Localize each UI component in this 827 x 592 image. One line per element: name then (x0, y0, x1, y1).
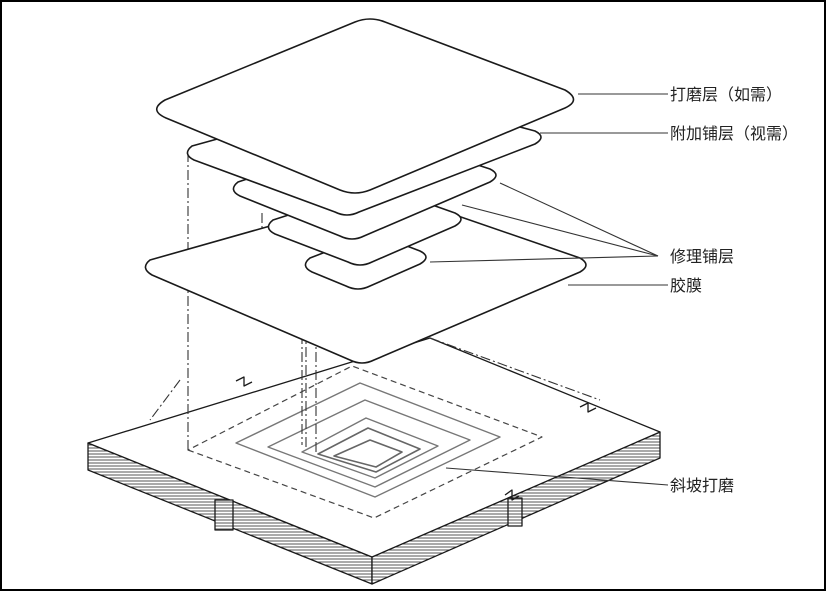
layer-stack (144, 18, 587, 364)
scarf-rings (187, 365, 543, 519)
panel-step-left (235, 376, 253, 387)
scarf-ring-1 (235, 382, 501, 498)
label-sanding-layer: 打磨层（如需） (670, 85, 782, 104)
panel-top-face (87, 337, 661, 558)
scarf-ring-5 (333, 439, 403, 468)
scarf-ring-4 (317, 427, 421, 473)
base-panel (87, 337, 661, 585)
leader-repair-ply-1 (499, 182, 659, 257)
scarf-ring-2 (267, 399, 471, 488)
projection-lines (149, 152, 601, 452)
label-additional-ply: 附加铺层（视需） (670, 124, 798, 143)
label-scarf-sanding: 斜坡打磨 (670, 476, 734, 495)
panel-step-front (504, 489, 520, 501)
label-repair-plies: 修理铺层 (670, 247, 734, 266)
sanding-layer (155, 18, 575, 194)
panel-notch-left (214, 499, 234, 531)
leader-repair-ply-2 (461, 204, 659, 257)
panel-notch-right (507, 497, 523, 527)
leader-repair-ply-3 (429, 255, 659, 263)
scarf-ring-3 (301, 417, 439, 479)
leader-lines (429, 93, 669, 486)
leader-scarf-sanding (445, 467, 669, 486)
panel-step-right (579, 402, 597, 413)
label-adhesive-film: 胶膜 (670, 276, 702, 295)
scarf-outline-dashed (187, 365, 543, 519)
